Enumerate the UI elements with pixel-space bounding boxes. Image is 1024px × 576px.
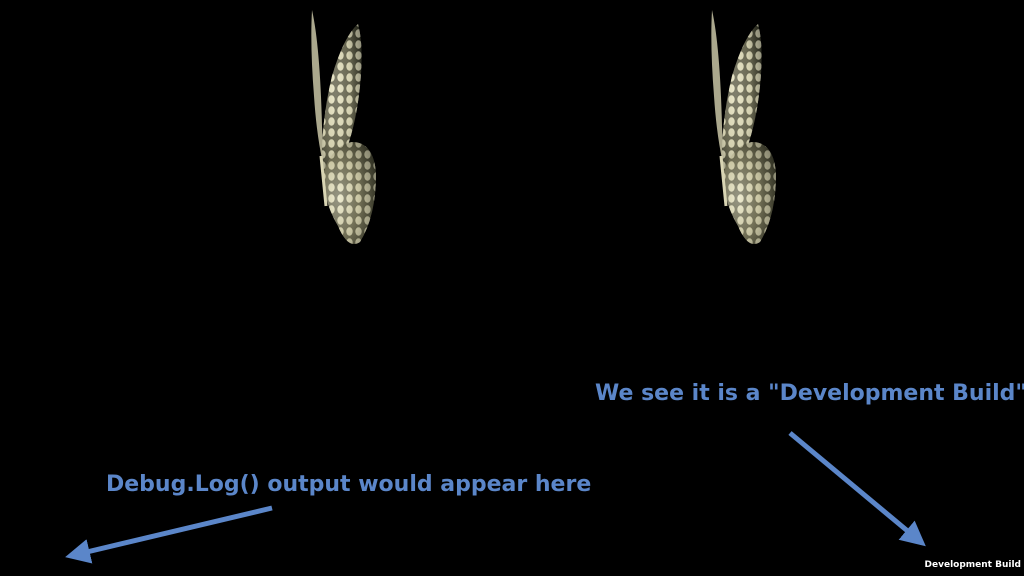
development-build-annotation: We see it is a "Development Build": [595, 381, 1024, 406]
development-build-label: Development Build: [924, 560, 1021, 570]
arrow-to-development-build-icon: [788, 431, 926, 547]
butterfly-right-icon: [711, 10, 776, 244]
arrow-to-debug-log-icon: [65, 505, 273, 564]
debug-log-annotation: Debug.Log() output would appear here: [106, 472, 592, 497]
butterfly-left-icon: [311, 10, 376, 244]
